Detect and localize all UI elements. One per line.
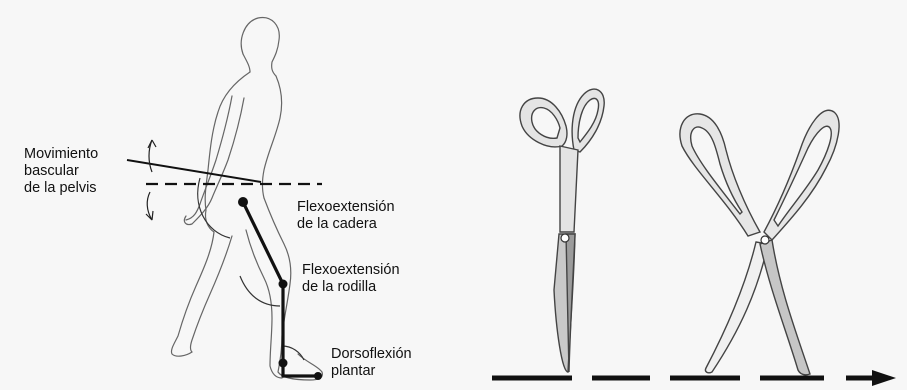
- direction-arrow-head: [872, 370, 896, 386]
- knee-rotation-arc: [240, 276, 280, 306]
- pelvis-label: Movimiento bascular de la pelvis: [24, 146, 98, 197]
- toe-joint: [314, 372, 322, 380]
- hip-joint: [238, 197, 248, 207]
- ankle-rotation-arc: [282, 346, 304, 360]
- hip-label: Flexoextensión de la cadera: [297, 199, 395, 233]
- knee-label-line-2: de la rodilla: [302, 279, 400, 296]
- ankle-label-line-2: plantar: [331, 363, 412, 380]
- pelvis-tilt-line: [127, 160, 261, 182]
- open-scissors-pivot: [761, 236, 769, 244]
- knee-joint: [279, 280, 288, 289]
- ankle-label-line-1: Dorsoflexión: [331, 346, 412, 363]
- hip-rotation-arc: [198, 178, 230, 238]
- knee-label-line-1: Flexoextensión: [302, 262, 400, 279]
- closed-scissors-pivot: [561, 234, 569, 242]
- ankle-label: Dorsoflexión plantar: [331, 346, 412, 380]
- open-scissors: [680, 110, 839, 374]
- pelvis-label-line-2: bascular: [24, 163, 98, 180]
- ankle-joint: [279, 359, 288, 368]
- pelvis-label-line-1: Movimiento: [24, 146, 98, 163]
- hip-label-line-2: de la cadera: [297, 216, 395, 233]
- hip-label-line-1: Flexoextensión: [297, 199, 395, 216]
- pelvis-label-line-3: de la pelvis: [24, 180, 98, 197]
- knee-label: Flexoextensión de la rodilla: [302, 262, 400, 296]
- closed-scissors: [520, 89, 604, 372]
